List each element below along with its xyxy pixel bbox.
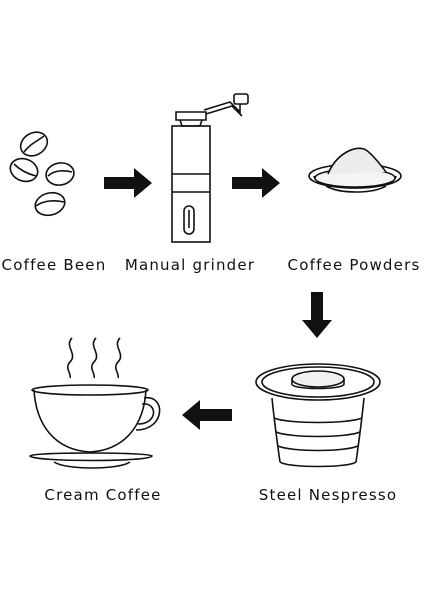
arrow-left-icon bbox=[182, 400, 232, 430]
coffee-cup-icon bbox=[29, 337, 161, 469]
step-label-manual-grinder: Manual grinder bbox=[124, 256, 256, 274]
coffee-beans-icon bbox=[9, 131, 75, 217]
step-label-coffee-been: Coffee Been bbox=[1, 256, 107, 274]
step-label-steel-nespresso: Steel Nespresso bbox=[258, 486, 398, 504]
step-label-coffee-powders: Coffee Powders bbox=[287, 256, 421, 274]
arrow-down-icon bbox=[302, 292, 332, 338]
arrow-right-icon bbox=[232, 168, 280, 198]
coffee-powder-bowl-icon bbox=[308, 147, 402, 193]
arrow-right-icon bbox=[104, 168, 152, 198]
steel-capsule-icon bbox=[255, 363, 381, 468]
step-label-cream-coffee: Cream Coffee bbox=[44, 486, 162, 504]
manual-grinder-icon bbox=[171, 93, 249, 243]
